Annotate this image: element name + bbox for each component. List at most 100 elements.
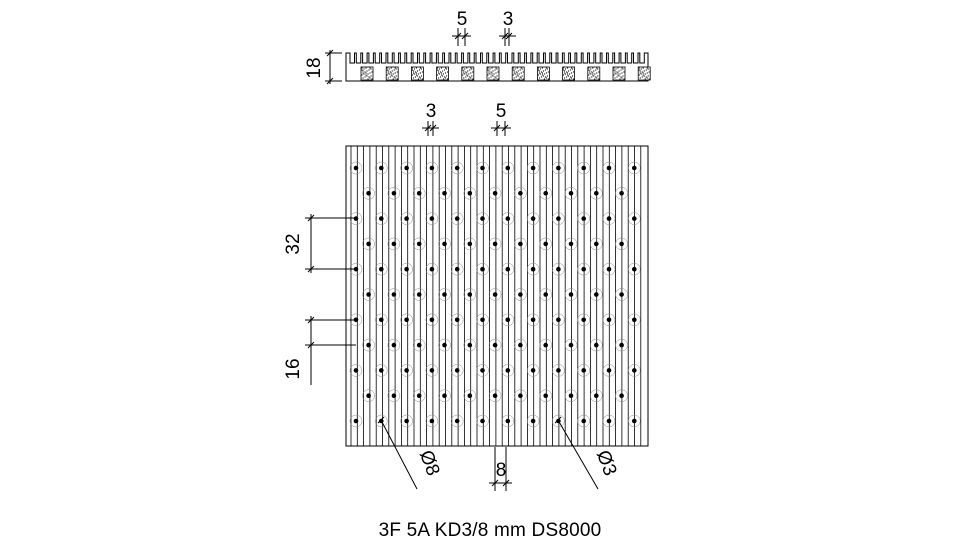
stipple-dot bbox=[492, 75, 494, 77]
hole-dot bbox=[379, 266, 384, 272]
stipple-dot bbox=[415, 74, 417, 76]
hole-dot bbox=[556, 368, 561, 373]
stipple-dot bbox=[614, 70, 616, 72]
stipple-dot bbox=[521, 75, 523, 77]
stipple-dot bbox=[418, 76, 420, 78]
hole-dot bbox=[404, 216, 409, 221]
stipple-dot bbox=[444, 69, 446, 71]
stipple-dot bbox=[412, 77, 414, 79]
stipple-dot bbox=[416, 70, 418, 72]
stipple-dot bbox=[598, 78, 600, 80]
hole-outline bbox=[602, 364, 616, 377]
plan-view bbox=[345, 145, 649, 447]
half-pitch-dimension bbox=[305, 316, 356, 385]
hole-dot bbox=[606, 418, 612, 424]
hole-dot bbox=[530, 418, 536, 424]
hole-dot bbox=[480, 165, 485, 171]
stipple-dot bbox=[441, 74, 443, 76]
insert-outline bbox=[587, 66, 601, 81]
stipple-dot bbox=[438, 70, 440, 72]
hole-dot bbox=[416, 393, 422, 399]
stipple-dot bbox=[573, 71, 575, 73]
hole-outline bbox=[463, 288, 477, 301]
stipple-dot bbox=[588, 74, 590, 76]
hole-outline bbox=[375, 414, 388, 428]
stipple-dot bbox=[621, 72, 623, 74]
stipple-dot bbox=[497, 71, 499, 73]
hole-dot bbox=[480, 216, 485, 221]
stipple-dot bbox=[546, 68, 549, 70]
stipple-dot bbox=[393, 76, 395, 78]
stipple-dot bbox=[620, 76, 622, 78]
stipple-dot bbox=[419, 77, 421, 79]
half-pitch-label: 16 bbox=[283, 358, 304, 379]
stipple-dot bbox=[390, 74, 392, 76]
stipple-dot bbox=[364, 76, 366, 78]
stipple-dot bbox=[413, 68, 415, 70]
stipple-dot bbox=[463, 77, 465, 79]
hole-outline bbox=[564, 288, 578, 301]
hole-dot bbox=[568, 191, 574, 196]
hole-dot bbox=[606, 317, 612, 323]
hole-outline bbox=[590, 187, 603, 200]
stipple-dot bbox=[543, 78, 546, 80]
hole-dot bbox=[353, 216, 359, 221]
hole-outline bbox=[577, 161, 590, 175]
stipple-dot bbox=[396, 71, 398, 73]
stipple-dot bbox=[487, 69, 489, 71]
stipple-dot bbox=[395, 68, 397, 70]
hole-outline bbox=[412, 187, 426, 200]
stipple-dot bbox=[647, 68, 649, 70]
stipple-dot bbox=[363, 68, 365, 70]
stipple-dot bbox=[616, 76, 618, 78]
stipple-dot bbox=[462, 67, 464, 69]
stipple-dot bbox=[390, 67, 392, 69]
hole-outline bbox=[438, 389, 451, 402]
stipple-dot bbox=[371, 78, 373, 80]
section-insert bbox=[436, 66, 450, 81]
stipple-dot bbox=[415, 72, 417, 74]
hole-dot bbox=[454, 317, 460, 323]
hole-dot bbox=[442, 241, 447, 247]
stipple-dot bbox=[615, 68, 617, 70]
insert-outline bbox=[486, 66, 500, 81]
stipple-dot bbox=[491, 67, 493, 69]
hole-outline bbox=[438, 237, 451, 251]
hole-large-leader bbox=[377, 416, 418, 490]
stipple-dot bbox=[517, 70, 519, 72]
stipple-dot bbox=[394, 72, 396, 74]
row-pitch-label: 32 bbox=[283, 233, 304, 254]
hole-outline bbox=[463, 338, 477, 352]
stipple-dot bbox=[516, 74, 518, 76]
hole-outline bbox=[590, 288, 603, 301]
stipple-dot bbox=[369, 67, 371, 69]
stipple-dot bbox=[440, 71, 442, 73]
stipple-dot bbox=[437, 69, 439, 71]
stipple-dot bbox=[386, 69, 388, 71]
hole-dot bbox=[379, 317, 384, 323]
stipple-dot bbox=[390, 72, 392, 74]
hole-dot bbox=[556, 216, 561, 221]
stipple-dot bbox=[366, 70, 368, 72]
stipple-dot bbox=[639, 72, 641, 74]
stipple-dot bbox=[646, 77, 648, 79]
stipple-dot bbox=[416, 75, 418, 77]
hole-outline bbox=[375, 313, 388, 327]
stipple-dot bbox=[566, 76, 568, 78]
hole-dot bbox=[404, 418, 409, 424]
stipple-dot bbox=[566, 71, 568, 73]
hole-dot bbox=[429, 368, 435, 373]
row-pitch-dimension bbox=[305, 214, 356, 273]
stipple-dot bbox=[488, 70, 490, 72]
stipple-dot bbox=[414, 71, 416, 73]
stipple-dot bbox=[569, 78, 571, 80]
section-insert bbox=[486, 66, 500, 81]
stipple-dot bbox=[386, 74, 388, 76]
stipple-dot bbox=[413, 73, 415, 75]
stipple-dot bbox=[447, 71, 449, 73]
stipple-dot bbox=[588, 67, 590, 69]
stipple-dot bbox=[362, 77, 364, 79]
hole-outline bbox=[488, 187, 502, 200]
stipple-dot bbox=[389, 71, 391, 73]
stipple-dot bbox=[386, 67, 388, 69]
